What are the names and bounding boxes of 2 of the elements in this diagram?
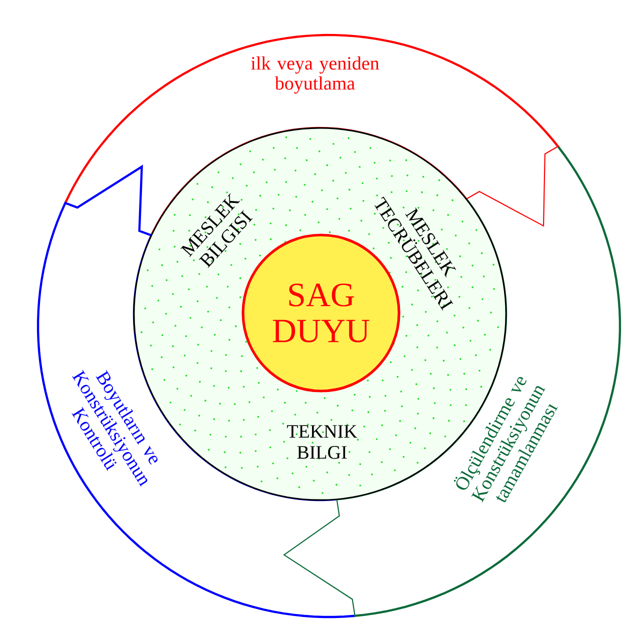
arrow-label: ilk veya yeniden boyutlama bbox=[251, 56, 380, 94]
ring-label: TEKNIK BILGI bbox=[287, 425, 358, 459]
